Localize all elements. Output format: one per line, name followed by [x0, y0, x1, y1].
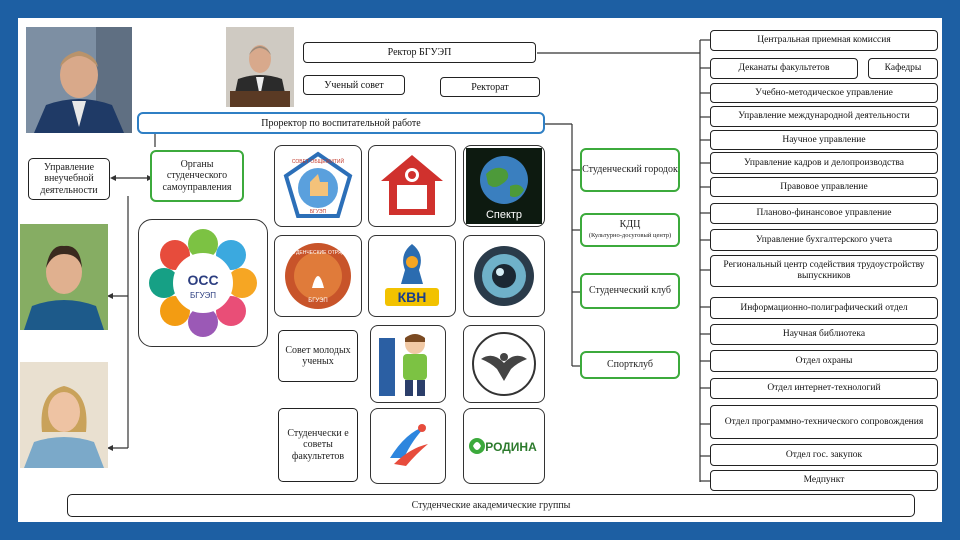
oss-sub-label: БГУЭП [190, 291, 216, 300]
academic-groups-box: Студенческие академические группы [67, 494, 915, 517]
spectr-logo: Спектр [466, 148, 542, 224]
self-government-box: Органы студенческого самоуправления [150, 150, 244, 202]
dept-finance: Планово-финансовое управление [710, 203, 938, 224]
dept-library: Научная библиотека [710, 324, 938, 345]
dept-international: Управление международной деятельности [710, 106, 938, 127]
dept-chairs: Кафедры [868, 58, 938, 79]
kvn-logo: КВН [385, 244, 439, 306]
student-brigades-logo: СТУДЕНЧЕСКИЕ ОТРЯДЫ БГУЭП [285, 243, 351, 309]
student-figure-logo [379, 334, 427, 396]
extracurricular-box: Управление внеучебной деятельности [28, 158, 110, 200]
dept-academic-methods: Учебно-методическое управление [710, 83, 938, 103]
oss-logo: ОСС БГУЭП [149, 229, 257, 337]
young-scientist-logo-tile [370, 325, 446, 403]
rodina-logo-tile: РОДИНА [463, 408, 545, 484]
dept-deans: Деканаты факультетов [710, 58, 858, 79]
kdc-subtitle: (Культурно-досуговый центр) [588, 232, 672, 239]
kdc-box: КДЦ (Культурно-досуговый центр) [580, 213, 680, 247]
kvn-logo-tile: КВН [368, 235, 456, 317]
dept-software-support: Отдел программно-технического сопровожде… [710, 405, 938, 439]
dept-career-center: Региональный центр содействия трудоустро… [710, 255, 938, 287]
spectr-logo-tile: Спектр [463, 145, 545, 227]
student-brigades-label: СТУДЕНЧЕСКИЕ ОТРЯДЫ [287, 250, 350, 256]
oss-logo-tile: ОСС БГУЭП [138, 219, 268, 347]
sport-runner-logo [390, 424, 428, 466]
prorector-box: Проректор по воспитательной работе [137, 112, 545, 134]
photo-rector-portrait [26, 27, 132, 133]
dept-accounting: Управление бухгалтерского учета [710, 229, 938, 251]
house-logo-tile [368, 145, 456, 227]
sport-logo-tile [370, 408, 446, 484]
photo-student-female [20, 362, 108, 468]
academic-council-box: Ученый совет [303, 75, 405, 95]
camera-aperture-logo [474, 246, 534, 306]
dept-internet: Отдел интернет-технологий [710, 378, 938, 399]
dorm-council-label: СОВЕТ ОБЩЕЖИТИЙ [292, 157, 345, 165]
eagle-emblem [472, 332, 536, 396]
oss-label: ОСС [187, 272, 218, 288]
dorm-council-logo: СОВЕТ ОБЩЕЖИТИЙ БГУЭП [283, 151, 353, 218]
dorm-council-logo-tile: СОВЕТ ОБЩЕЖИТИЙ БГУЭП [274, 145, 362, 227]
dept-medical: Медпункт [710, 470, 938, 491]
house-logo [381, 155, 443, 215]
dept-printing: Информационно-полиграфический отдел [710, 297, 938, 319]
rector-box: Ректор БГУЭП [303, 42, 536, 63]
rodina-logo: РОДИНА [469, 438, 537, 454]
dorm-council-sub: БГУЭП [310, 209, 327, 215]
student-brigades-sub: БГУЭП [308, 298, 328, 304]
photo-student-male [20, 224, 108, 330]
student-club-box: Студенческий клуб [580, 273, 680, 309]
student-brigades-logo-tile: СТУДЕНЧЕСКИЕ ОТРЯДЫ БГУЭП [274, 235, 362, 317]
dept-legal: Правовое управление [710, 177, 938, 197]
camera-logo-tile [463, 235, 545, 317]
dept-procurement: Отдел гос. закупок [710, 444, 938, 466]
kvn-label: КВН [398, 289, 427, 305]
campus-box: Студенческий городок [580, 148, 680, 192]
sport-club-box: Спортклуб [580, 351, 680, 379]
photo-rector-podium [226, 27, 294, 107]
spectr-label: Спектр [486, 209, 522, 221]
kdc-title: КДЦ [619, 218, 641, 230]
dept-hr: Управление кадров и делопроизводства [710, 152, 938, 174]
rodina-label: РОДИНА [485, 440, 537, 454]
rectorate-box: Ректорат [440, 77, 540, 97]
eagle-emblem-tile [463, 325, 545, 403]
young-scientists-box: Совет молодых ученых [278, 330, 358, 382]
faculty-councils-box: Студенчески е советы факультетов [278, 408, 358, 482]
dept-security: Отдел охраны [710, 350, 938, 372]
dept-admissions: Центральная приемная комиссия [710, 30, 938, 51]
dept-research: Научное управление [710, 130, 938, 150]
